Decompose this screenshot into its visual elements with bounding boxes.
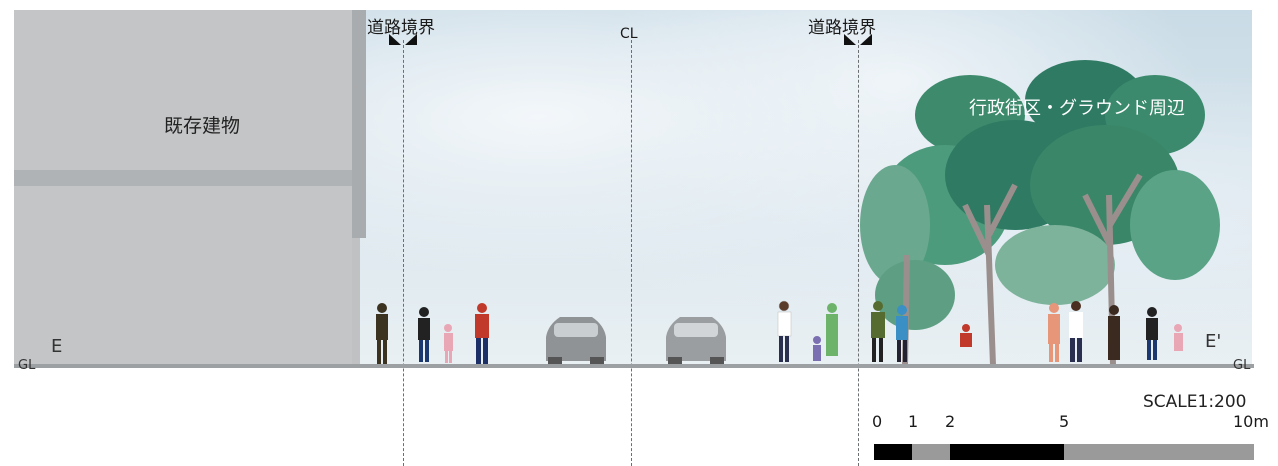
building-floor-divider [14,170,366,186]
road-boundary-label-right: 道路境界 [808,18,876,38]
section-label-left: E [51,336,63,357]
building-edge-wall [352,238,360,364]
area-label: 行政街区・グラウンド周辺 [969,98,1185,119]
existing-building-lower [14,186,352,364]
scale-segment-1 [912,444,950,460]
boundary-marker-left-icon [389,34,417,45]
ground-label-right: GL [1233,358,1251,373]
car-left-icon [546,317,606,365]
boundary-marker-right-icon [844,34,872,45]
pedestrians-middle-icon [777,300,838,362]
centerline-line [631,40,632,466]
scale-tick-1: 1 [908,412,919,431]
section-label-right: E' [1205,331,1222,352]
scale-tick-10: 10m [1233,412,1269,431]
scale-segment-0 [874,444,912,460]
road-boundary-label-left: 道路境界 [367,18,435,38]
existing-building-upper [14,10,352,170]
ground-line [14,364,1254,368]
building-edge-column [352,10,366,238]
existing-building-label: 既存建物 [164,115,241,137]
scale-segment-2 [950,444,1064,460]
road-boundary-line-right [858,40,859,466]
scale-tick-0: 0 [872,412,883,431]
scale-title: SCALE1:200 [1143,392,1247,412]
road-boundary-line-left [403,40,404,466]
scale-tick-2: 2 [945,412,956,431]
scale-segment-3 [1064,444,1254,460]
pedestrians-right-icon [871,301,1183,362]
centerline-label: CL [620,26,638,42]
scale-tick-5: 5 [1059,412,1070,431]
ground-label-left: GL [18,358,36,373]
trees-illustration [860,60,1220,365]
pedestrians-left-icon [376,303,489,364]
tree-canopy [860,60,1220,330]
scale-bar [874,444,1254,460]
car-right-icon [666,317,726,365]
